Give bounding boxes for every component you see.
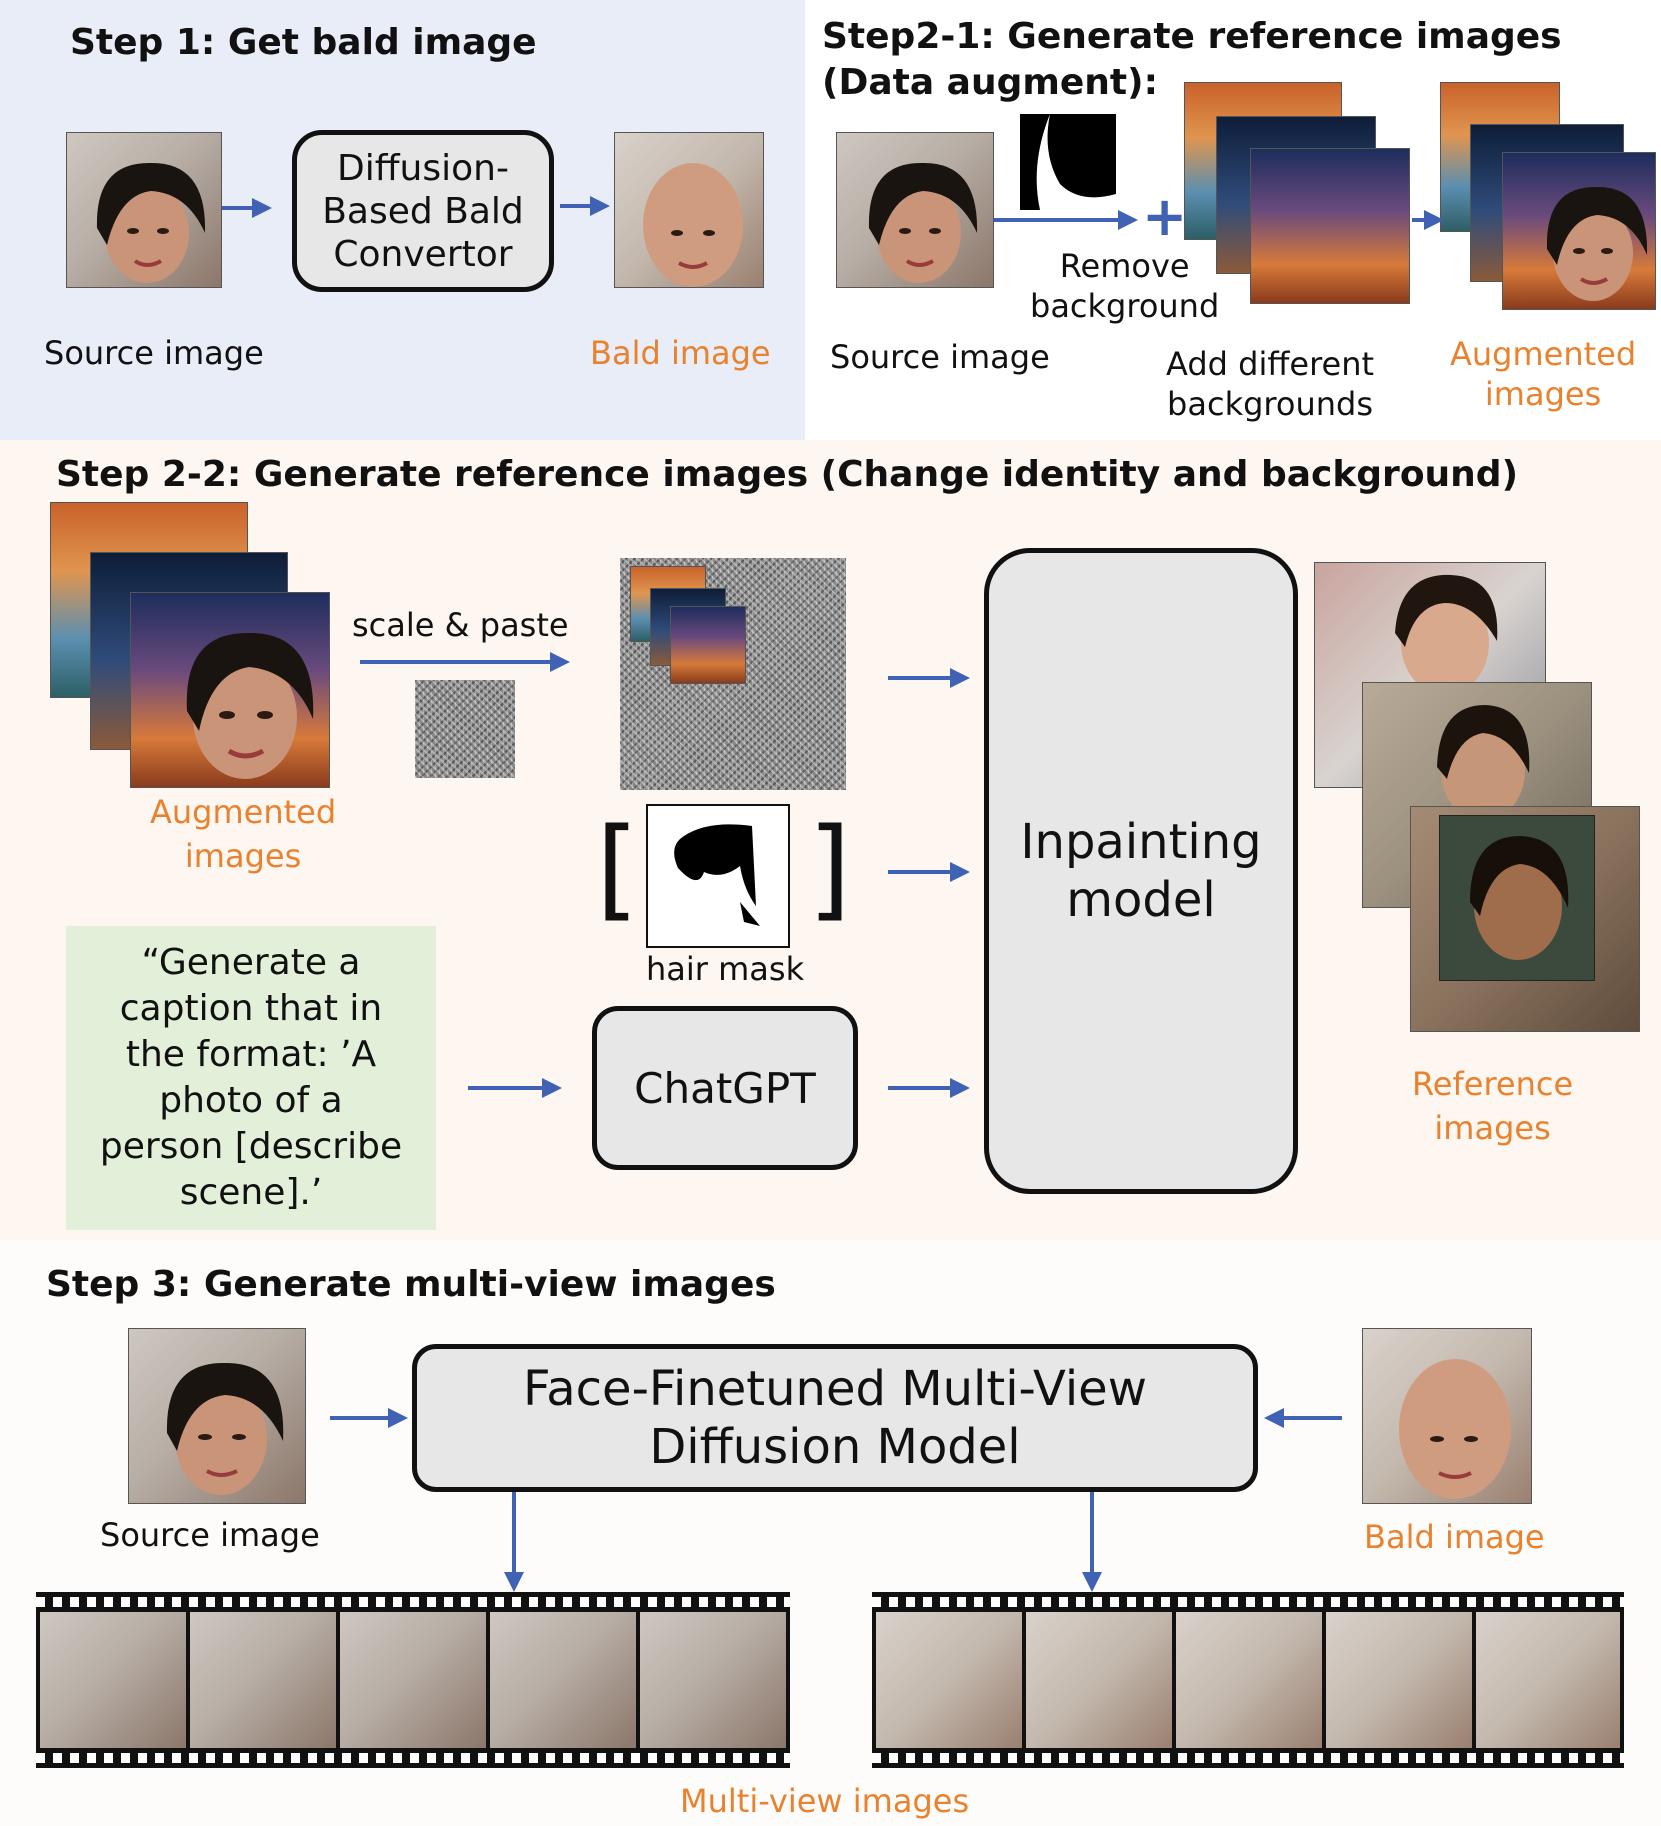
- bald-view-3: [1176, 1612, 1322, 1748]
- source-view-2: [190, 1612, 336, 1748]
- step1-source-label: Source image: [44, 334, 264, 372]
- face-illustration-icon: [1437, 705, 1530, 821]
- prompt-line-3: the format: ’A: [125, 1034, 377, 1075]
- inpainting-line-2: model: [1066, 872, 1216, 928]
- augmented-line-1: Augmented: [1450, 335, 1637, 373]
- background-card-3: [1250, 148, 1410, 304]
- source-view-5: [640, 1612, 786, 1748]
- source-view-4: [490, 1612, 636, 1748]
- prompt-line-1: “Generate a: [141, 942, 361, 983]
- multiview-model-box: Face-Finetuned Multi-View Diffusion Mode…: [412, 1344, 1258, 1492]
- chatgpt-box: ChatGPT: [592, 1006, 858, 1170]
- left-bracket-icon: [: [596, 804, 639, 932]
- step2-2-augmented-card-3: [130, 592, 330, 788]
- step3-bald-photo: [1362, 1328, 1532, 1504]
- plus-icon: +: [1142, 185, 1188, 248]
- bald-multiview-filmstrip: [872, 1592, 1624, 1768]
- film-holes-bottom: [36, 1753, 790, 1763]
- hair-mask-label: hair mask: [646, 950, 805, 988]
- face-illustration-icon: [1546, 186, 1648, 301]
- hair-mask-image: [646, 804, 790, 948]
- step2-2-augmented-label: Augmented images: [150, 790, 336, 878]
- bald-face-illustration-icon: [643, 163, 743, 287]
- converter-line-2: Based Bald: [322, 190, 524, 232]
- augmented-2-line-2: images: [184, 837, 302, 875]
- converter-line-1: Diffusion-: [337, 147, 509, 189]
- bald-face-illustration-icon: [1399, 1359, 1511, 1499]
- face-illustration-icon: [186, 632, 314, 779]
- add-bg-line-1: Add different: [1166, 345, 1375, 383]
- multiview-images-label: Multi-view images: [680, 1782, 970, 1820]
- prompt-line-5: person [describe: [99, 1126, 403, 1167]
- bald-view-4: [1326, 1612, 1472, 1748]
- chatgpt-prompt-box: “Generate a caption that in the format: …: [66, 926, 436, 1230]
- film-holes-top: [36, 1597, 790, 1607]
- face-illustration-icon: [1395, 574, 1498, 695]
- prompt-line-4: photo of a: [159, 1080, 343, 1121]
- step2-1-augmented-label: Augmented images: [1450, 334, 1636, 414]
- step2-1-title-line1: Step2-1: Generate reference images: [822, 16, 1562, 57]
- reference-image-3: [1410, 806, 1640, 1032]
- step3-source-photo: [128, 1328, 306, 1504]
- step1-bald-label: Bald image: [590, 334, 771, 372]
- bald-view-2: [1026, 1612, 1172, 1748]
- portrait-card: [1439, 815, 1595, 981]
- bald-converter-box: Diffusion- Based Bald Convertor: [292, 130, 554, 292]
- mask-silhouette-icon: [1020, 114, 1116, 210]
- right-bracket-icon: ]: [808, 804, 851, 932]
- step2-1-source-label: Source image: [830, 338, 1050, 376]
- augmented-card-3: [1502, 152, 1656, 310]
- noise-patch: [415, 680, 515, 778]
- add-backgrounds-label: Add different backgrounds: [1166, 344, 1374, 424]
- converter-line-3: Convertor: [333, 233, 513, 275]
- reference-line-1: Reference: [1412, 1065, 1574, 1103]
- step3-bald-label: Bald image: [1364, 1518, 1545, 1556]
- reference-images-label: Reference images: [1412, 1062, 1573, 1150]
- inpainting-model-box: Inpainting model: [984, 548, 1298, 1194]
- step2-1-source-photo: [836, 132, 994, 288]
- model-line-1: Face-Finetuned Multi-View: [523, 1361, 1147, 1417]
- source-view-3: [340, 1612, 486, 1748]
- hair-silhouette-icon: [674, 824, 760, 926]
- step3-source-label: Source image: [100, 1516, 320, 1554]
- background-mask-image: [1020, 114, 1116, 210]
- step1-title: Step 1: Get bald image: [70, 22, 537, 63]
- augmented-2-line-1: Augmented: [150, 793, 337, 831]
- prompt-line-2: caption that in: [119, 988, 383, 1029]
- step1-bald-photo: [614, 132, 764, 288]
- noise-canvas: [620, 558, 846, 790]
- step2-1-title-line2: (Data augment):: [822, 62, 1158, 103]
- augmented-line-2: images: [1484, 375, 1602, 413]
- inpainting-line-1: Inpainting: [1020, 814, 1262, 870]
- remove-bg-line-2: background: [1030, 287, 1220, 325]
- remove-bg-line-1: Remove: [1059, 247, 1190, 285]
- scale-paste-label: scale & paste: [352, 606, 569, 644]
- face-illustration-icon: [166, 1362, 284, 1495]
- face-illustration-icon: [96, 162, 206, 283]
- prompt-line-6: scene].’: [179, 1172, 323, 1213]
- film-holes-top: [872, 1597, 1624, 1607]
- bald-view-1: [876, 1612, 1022, 1748]
- film-holes-bottom: [872, 1753, 1624, 1763]
- source-view-1: [40, 1612, 186, 1748]
- reference-line-2: images: [1434, 1109, 1551, 1147]
- add-bg-line-2: backgrounds: [1167, 385, 1373, 423]
- step1-source-photo: [66, 132, 222, 288]
- source-multiview-filmstrip: [36, 1592, 790, 1768]
- model-line-2: Diffusion Model: [649, 1419, 1021, 1475]
- step3-title: Step 3: Generate multi-view images: [46, 1264, 776, 1305]
- face-illustration-icon: [868, 162, 978, 283]
- face-illustration-icon: [1470, 836, 1569, 960]
- bald-view-5: [1476, 1612, 1620, 1748]
- remove-background-label: Remove background: [1030, 246, 1219, 326]
- pasted-card-3: [670, 606, 746, 684]
- step2-2-title: Step 2-2: Generate reference images (Cha…: [56, 454, 1519, 495]
